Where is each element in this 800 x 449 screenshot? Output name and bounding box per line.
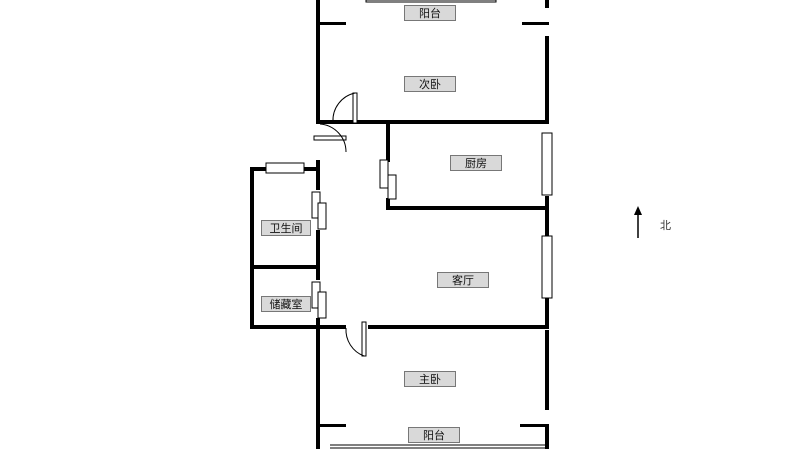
- walls: [250, 0, 549, 449]
- room-label-master-bedroom: 主卧: [404, 371, 456, 387]
- room-label-balcony-bottom: 阳台: [408, 427, 460, 443]
- room-label-balcony-top: 阳台: [404, 5, 456, 21]
- balcony-railings: [330, 444, 545, 449]
- north-arrow-icon: [634, 206, 642, 238]
- north-label: 北: [660, 219, 671, 232]
- doors: [311, 92, 397, 357]
- room-label-storage: 储藏室: [261, 296, 311, 312]
- room-label-living-room: 客厅: [437, 272, 489, 288]
- room-label-kitchen: 厨房: [450, 155, 502, 171]
- room-label-second-bedroom: 次卧: [404, 76, 456, 92]
- windows: [265, 0, 553, 299]
- room-label-bathroom: 卫生间: [261, 220, 311, 236]
